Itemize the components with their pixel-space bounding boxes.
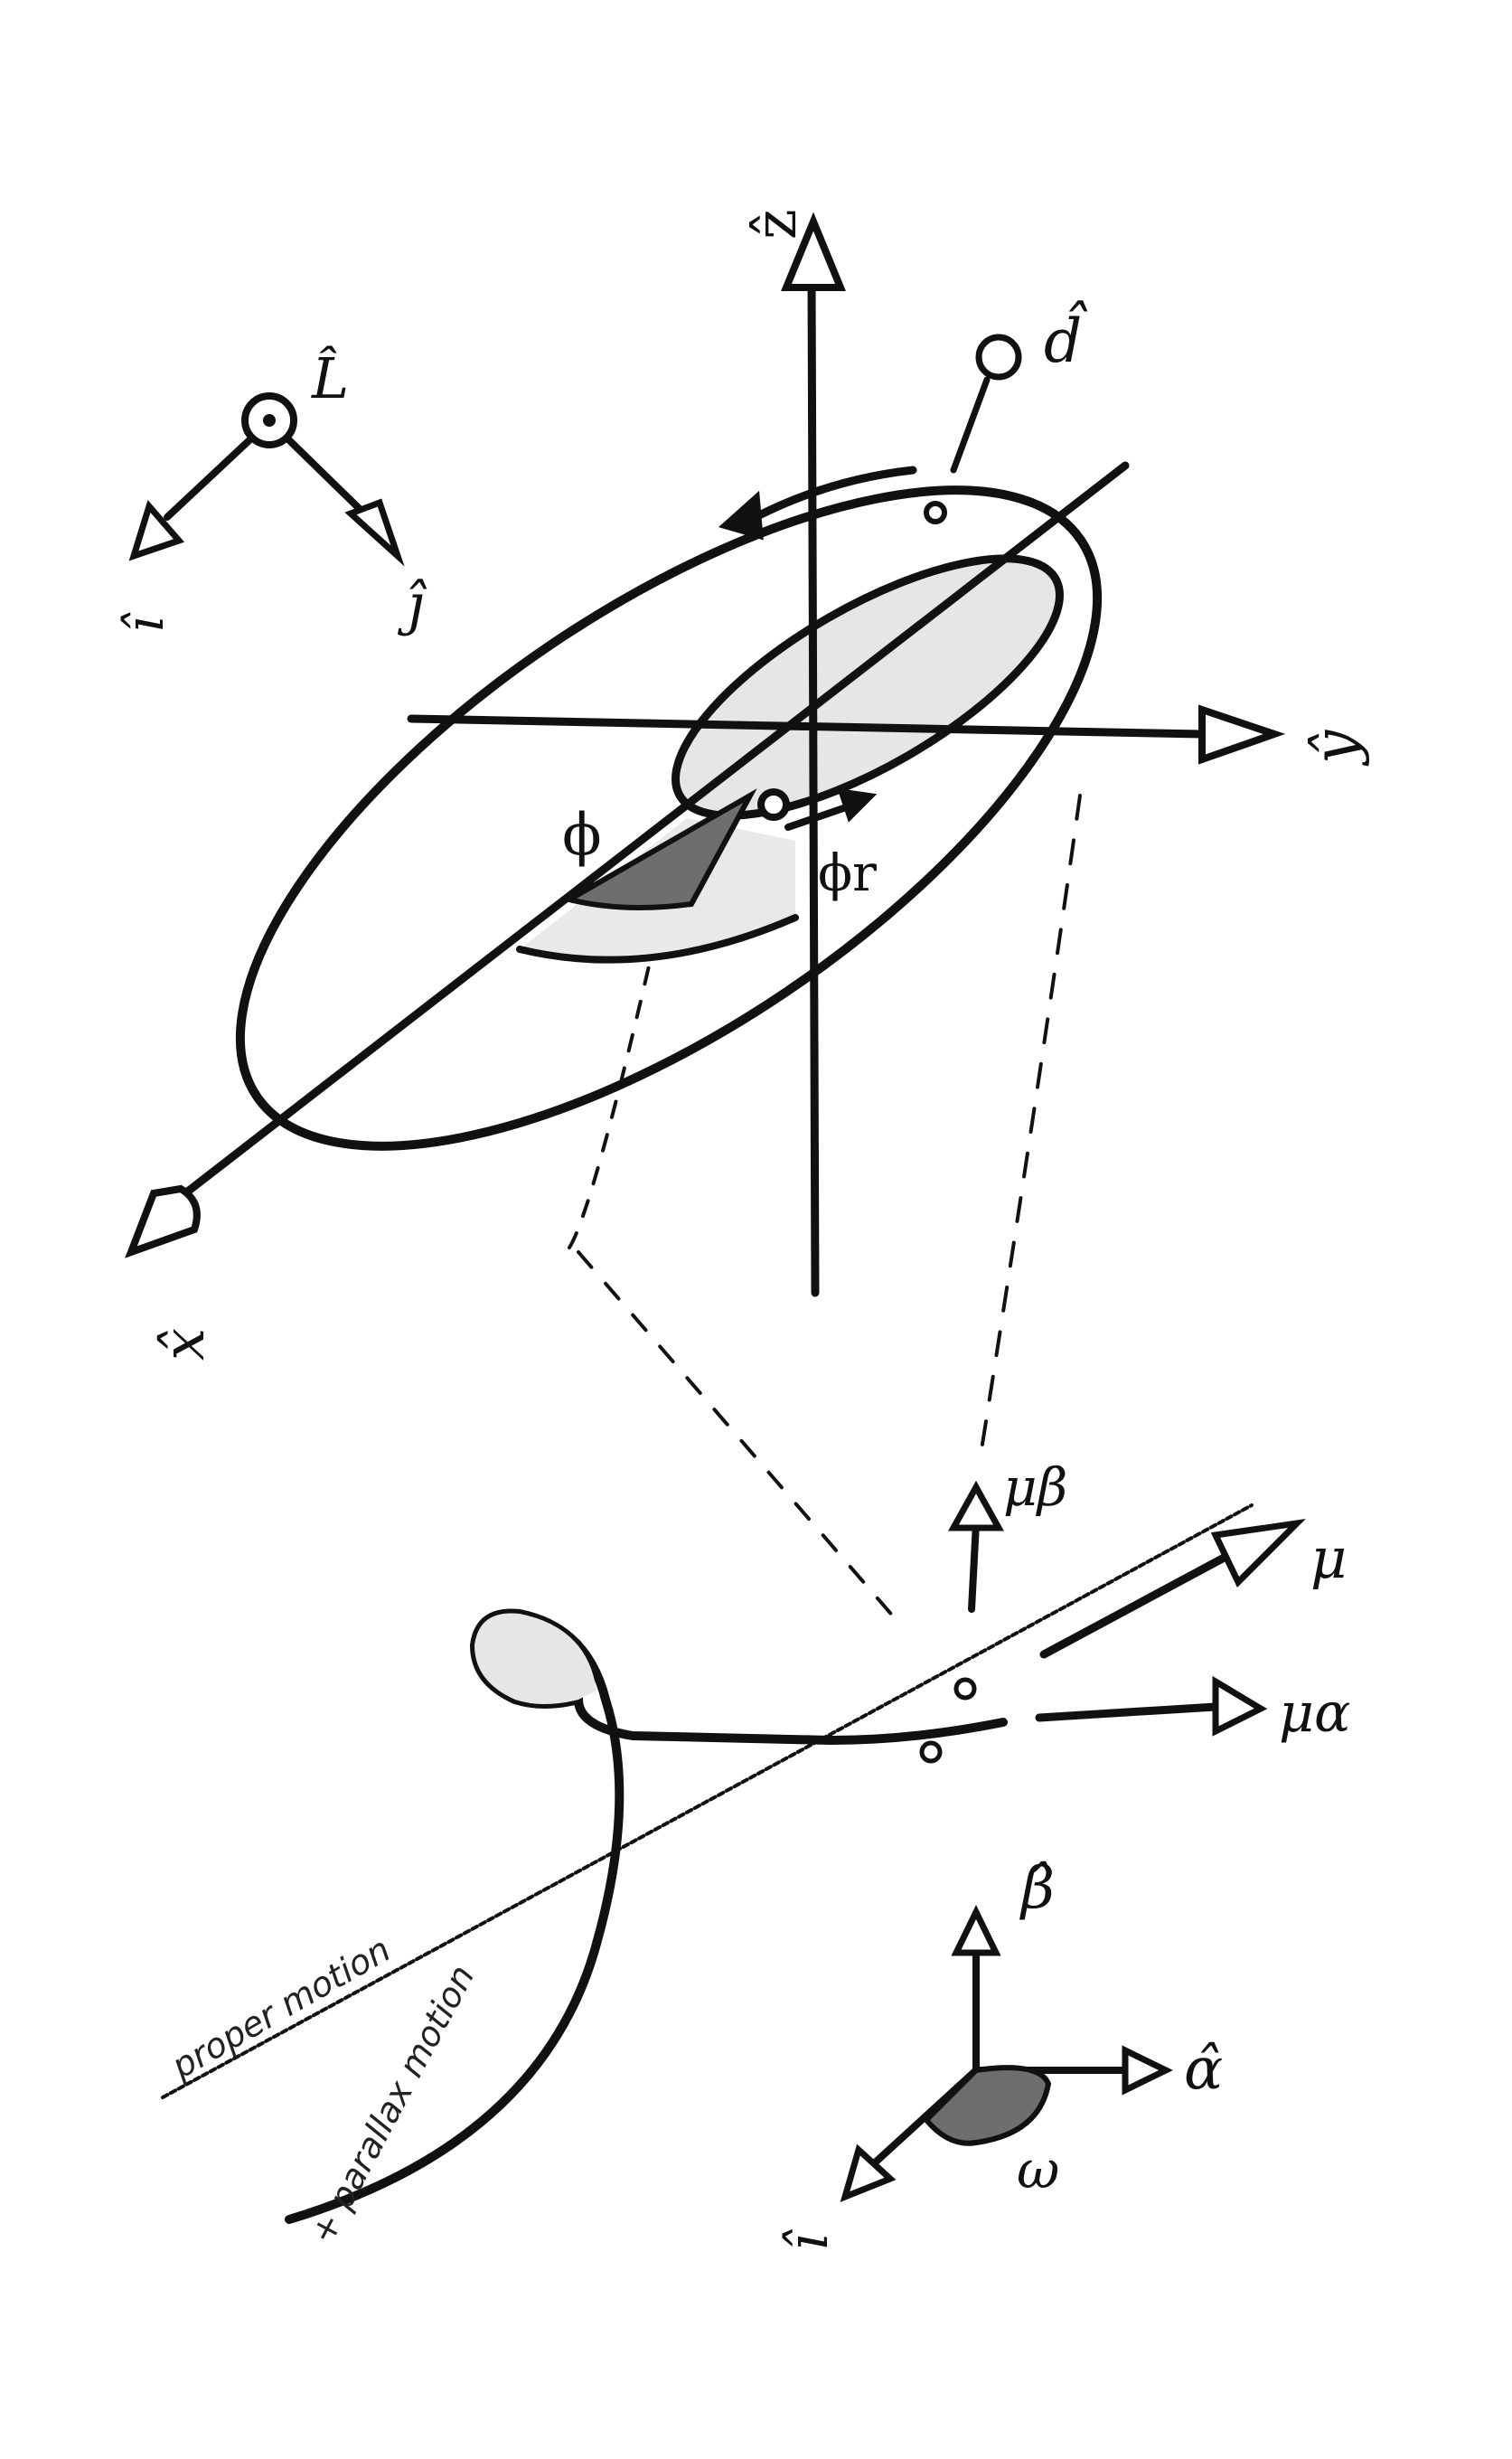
i-arrowhead [128, 499, 185, 561]
z-arrowhead [781, 212, 846, 291]
i-hat-label: î [775, 2228, 841, 2251]
d-hat-label: d̂ [1044, 302, 1088, 376]
sky-motion [161, 1480, 1306, 2224]
top-orbit-point [924, 501, 947, 524]
proper-motion-text: proper motion [164, 1929, 398, 2087]
alpha-arrowhead [1122, 2045, 1173, 2096]
mu-line [1039, 1550, 1234, 1659]
phi-r-label: ϕr [818, 844, 877, 903]
dashed-line-3 [979, 794, 1082, 1457]
mu-alpha-label: μα [1279, 1682, 1351, 1745]
mu-beta-label: μβ [1003, 1456, 1067, 1518]
x-hat-label: x̂ [151, 1328, 218, 1361]
j-hat-label: ĵ [397, 571, 427, 637]
i-axis-line [164, 435, 255, 521]
dashed-line-1 [568, 956, 653, 1249]
mu-label: μ [1310, 1525, 1347, 1591]
y-axis-line [407, 714, 1207, 739]
l-hat-label: L̂ [311, 345, 349, 411]
inner-orbit [671, 554, 1064, 820]
i-hat-small-label: î [114, 612, 175, 633]
projection-arc [516, 914, 799, 964]
d-hat-line [950, 376, 991, 474]
mu-arrowhead [1210, 1519, 1306, 1588]
inner-orbit-point [757, 788, 790, 821]
beta-arrowhead [951, 1905, 1001, 1956]
rotation-arrowhead [718, 490, 764, 541]
i-bottom-arrowhead [840, 2143, 897, 2202]
dashed-line-2 [577, 1250, 897, 1620]
l-hat-dot [263, 414, 276, 427]
mu-alpha-arrowhead [1212, 1675, 1268, 1737]
phi-r-arrowhead [837, 787, 878, 823]
alpha-hat-label: α̂ [1184, 2036, 1223, 2103]
j-axis-line [284, 435, 365, 514]
mu-beta-arrowhead [948, 1480, 1004, 1531]
phi-wedge [562, 788, 757, 910]
l-hat-circle [241, 392, 297, 448]
x-axis-line [181, 461, 1130, 1198]
y-hat-label: ŷ [1301, 730, 1370, 767]
loop-fill [474, 1613, 596, 1704]
beta-hat-label: β̂ [1019, 1855, 1055, 1922]
z-hat-label: ẑ [743, 209, 810, 240]
j-arrowhead [344, 498, 405, 567]
outer-orbit [235, 485, 1103, 1151]
star-position-1 [953, 1677, 977, 1701]
lij-triad [128, 392, 405, 567]
y-arrowhead [1198, 704, 1286, 765]
proper-motion-line [161, 1503, 1254, 2099]
omega-label: ω [1017, 2139, 1059, 2200]
phi-r-arrow-line [784, 801, 858, 831]
d-hat-circle [975, 334, 1022, 381]
phi-label: ϕ [562, 802, 602, 869]
z-axis-line [807, 276, 820, 1297]
x-arrowhead [125, 1184, 201, 1258]
mu-alpha-line [1035, 1702, 1220, 1722]
mu-beta-line [968, 1520, 980, 1613]
omega-wedge [922, 2065, 1052, 2146]
orbit-3d [125, 212, 1286, 1620]
star-position-2 [919, 1740, 943, 1764]
rotation-arrow [755, 466, 917, 520]
